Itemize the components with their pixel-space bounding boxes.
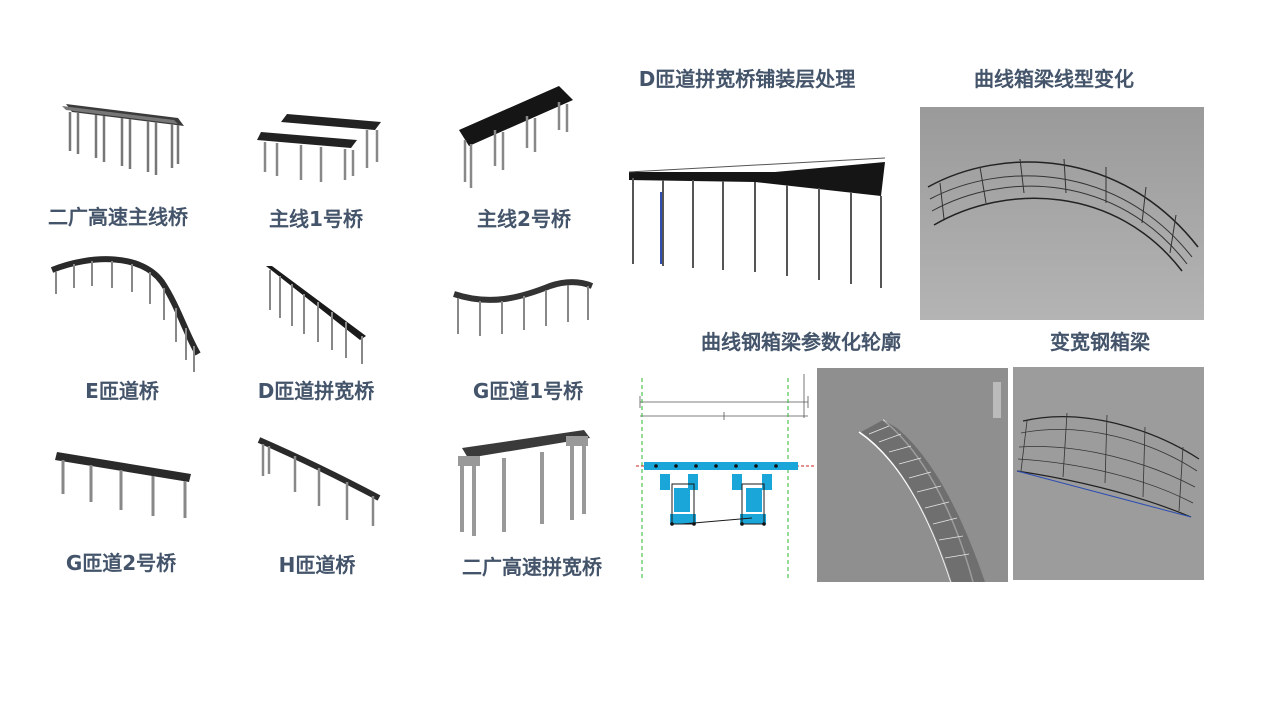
bridge-model-wavy-ramp-image: [450, 276, 596, 340]
bridge-label-h-ramp: H匝道桥: [278, 553, 356, 577]
bridge-model-twin-deck-image: [257, 110, 387, 185]
bridge-model-straight-ramp-image: [55, 448, 195, 522]
bridge-label-widened-mainline: 二广高速拼宽桥: [462, 555, 602, 579]
panel-title-variable-width: 变宽钢箱梁: [1050, 330, 1150, 354]
bridge-label-mainline-2: 主线2号桥: [477, 207, 571, 231]
bridge-model-mainline-image: [58, 96, 188, 181]
curve-box-model-image: [920, 107, 1204, 320]
curved-steel-box-model-image: [817, 368, 1008, 582]
bridge-label-mainline-1: 主线1号桥: [269, 207, 363, 231]
param-profile-drawing: [636, 368, 816, 582]
panel-title-paving: D匝道拼宽桥铺装层处理: [638, 67, 856, 91]
bridge-label-d-ramp-widened: D匝道拼宽桥: [257, 379, 375, 403]
paving-model-image: [625, 152, 893, 294]
bridge-model-wide-deck-image: [455, 82, 575, 190]
bridge-label-e-ramp: E匝道桥: [85, 379, 159, 403]
bridge-model-curved-ramp-image: [46, 254, 202, 374]
panel-title-param-profile: 曲线钢箱梁参数化轮廓: [701, 330, 901, 354]
panel-title-curve-box: 曲线箱梁线型变化: [974, 67, 1134, 91]
bridge-label-mainline: 二广高速主线桥: [48, 205, 188, 229]
bridge-model-diagonal-ramp-image: [255, 436, 383, 528]
bridge-label-g-ramp-1: G匝道1号桥: [472, 379, 584, 403]
bridge-label-g-ramp-2: G匝道2号桥: [65, 551, 177, 575]
bridge-model-widened-mainline-image: [456, 428, 596, 540]
bridge-model-widened-ramp-image: [262, 262, 370, 366]
variable-width-model-image: [1013, 367, 1204, 580]
